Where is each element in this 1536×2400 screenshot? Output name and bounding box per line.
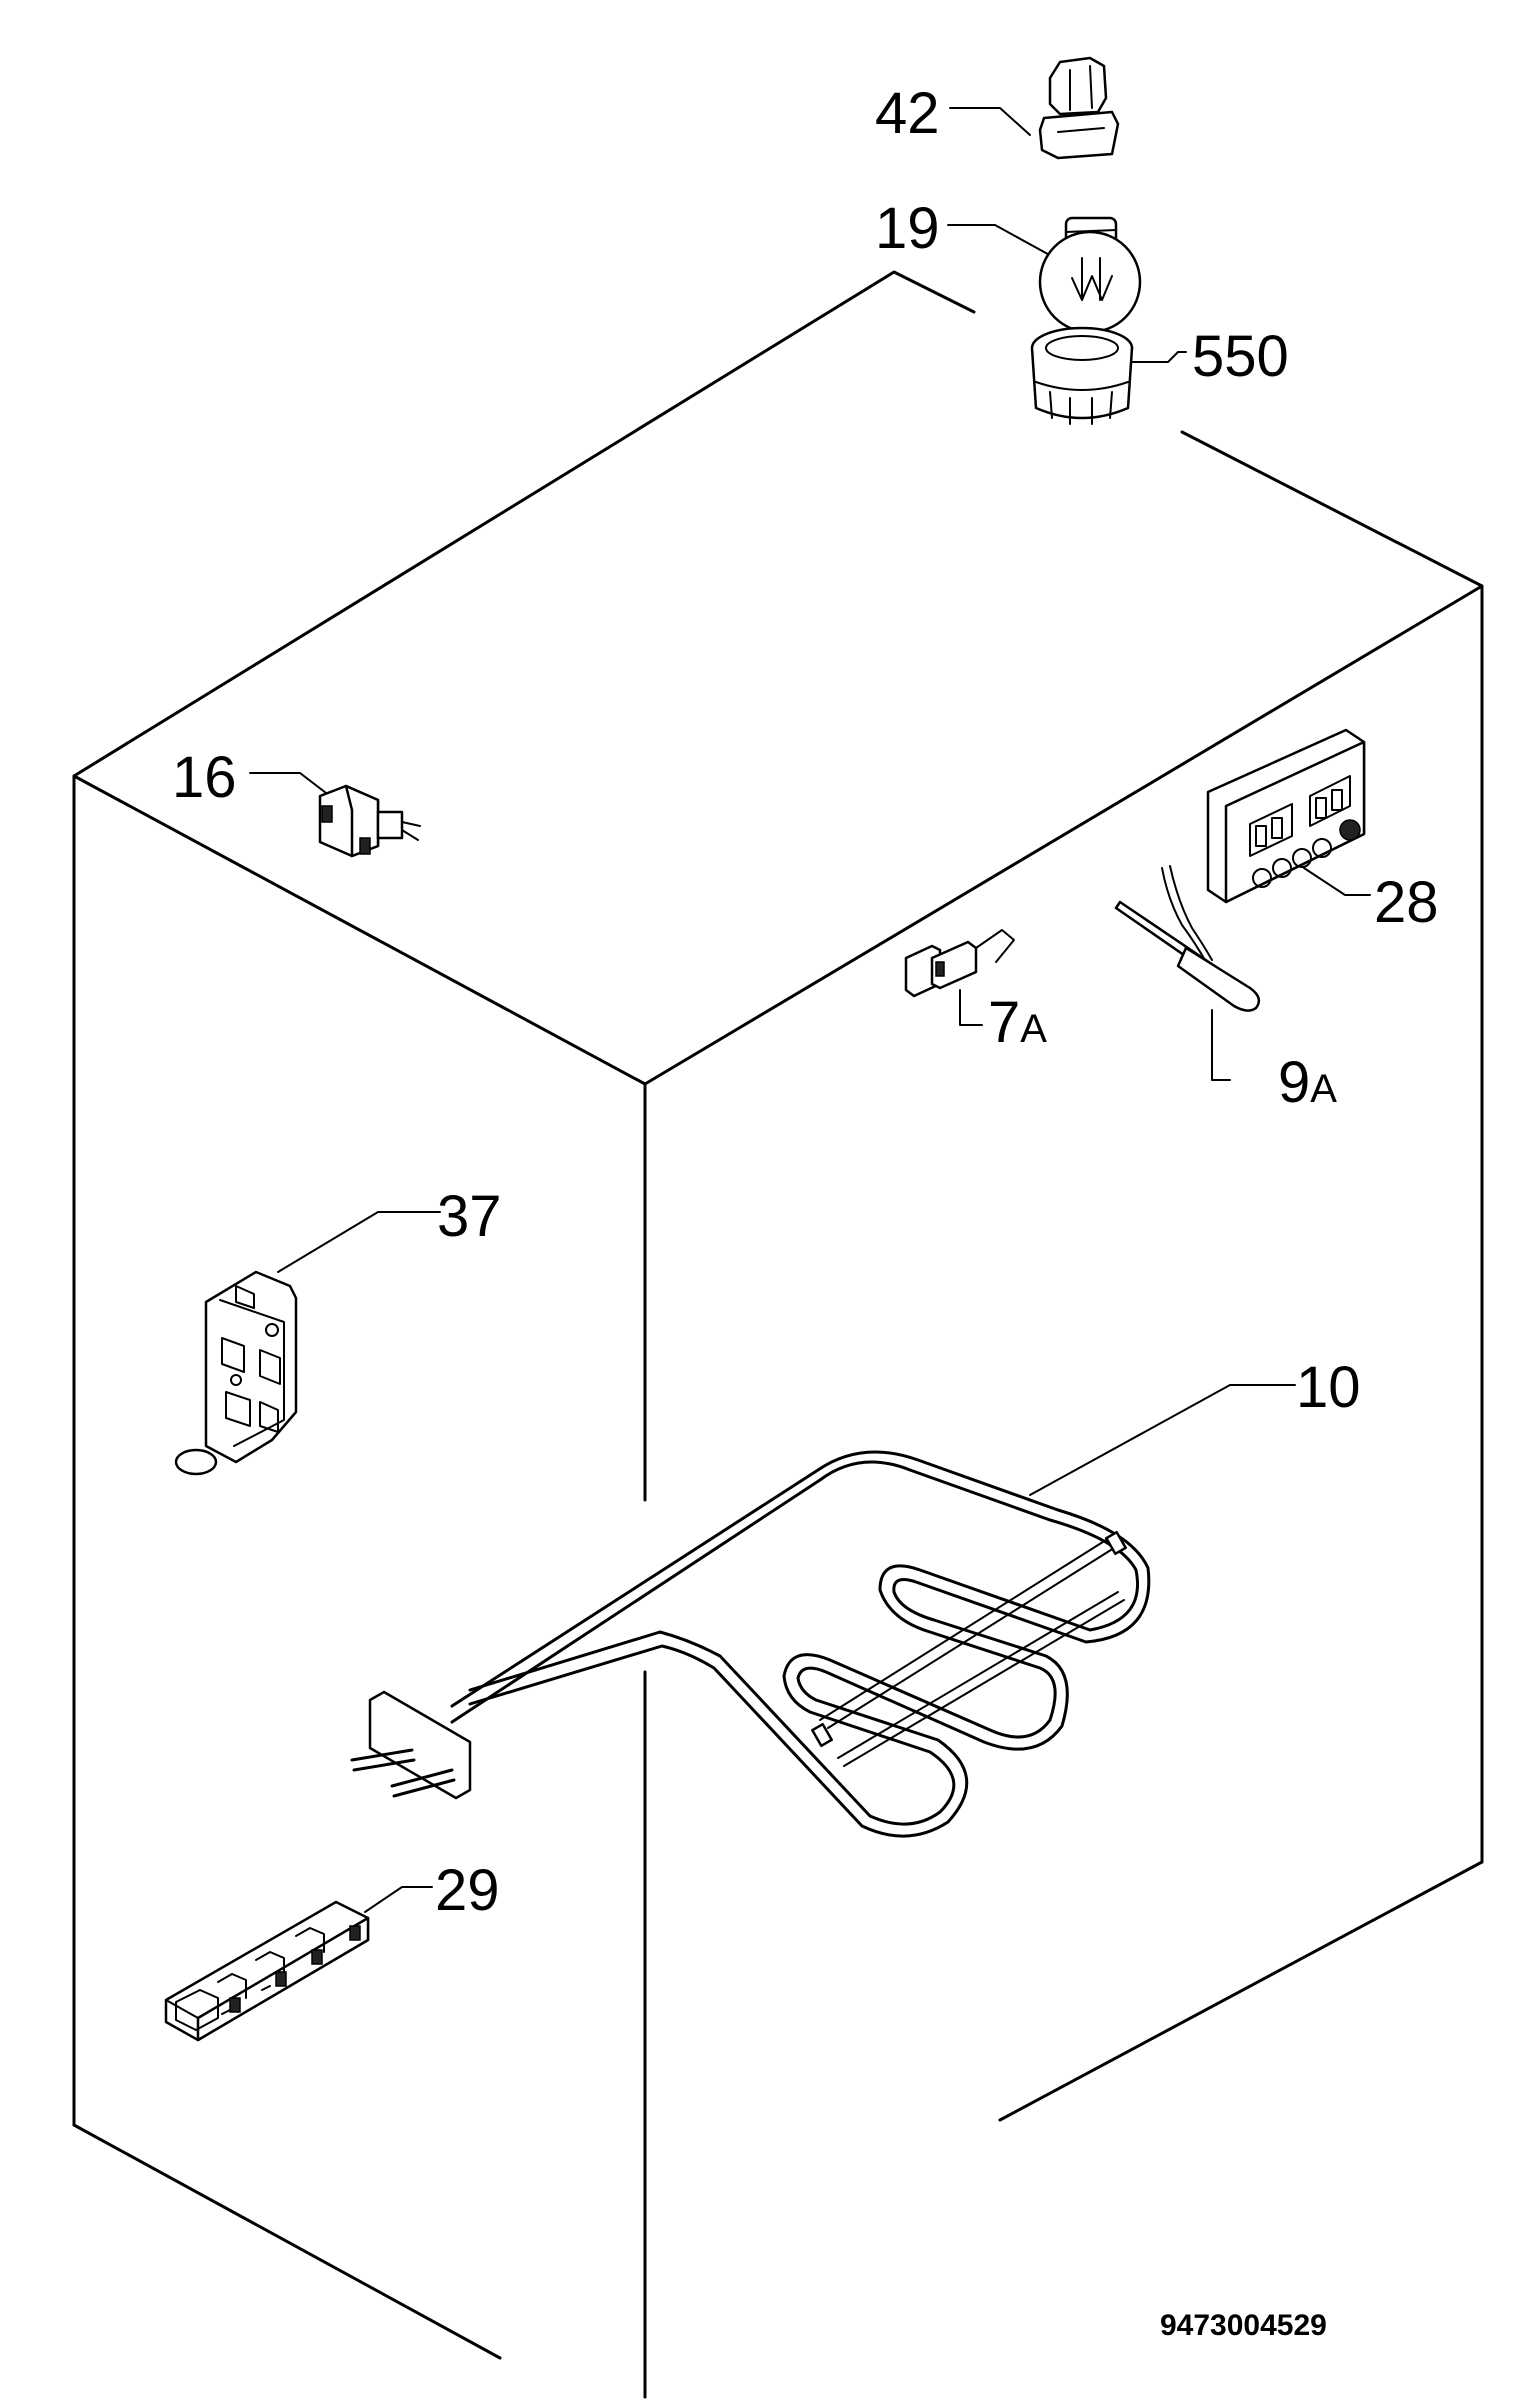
cabinet-bottom-right-edge: [998, 1860, 1484, 2122]
leader-line-10: [1029, 1384, 1296, 1496]
terminal-block-icon: [164, 1900, 370, 2042]
push-switch-icon: [318, 784, 421, 858]
cabinet-back-left-edge: [72, 270, 976, 2127]
callout-label-9a: 9A: [1278, 1050, 1337, 1115]
leader-line-29: [364, 1886, 433, 1913]
part-16[interactable]: 16: [172, 745, 421, 858]
callout-label-29: 29: [435, 1858, 500, 1923]
light-bulb-icon: [1038, 216, 1142, 334]
grill-heating-element-icon: [350, 1450, 1151, 1838]
cabinet-back-right-edge: [1180, 430, 1484, 1864]
callout-label-37: 37: [437, 1184, 502, 1249]
leader-line-42: [949, 107, 1031, 136]
leader-line-19: [947, 224, 1056, 259]
part-9a[interactable]: 9A: [1114, 865, 1337, 1115]
leader-line-37: [277, 1211, 441, 1273]
temperature-probe-icon: [1114, 865, 1261, 1012]
callout-label-550: 550: [1192, 324, 1289, 389]
part-7a[interactable]: 7A: [904, 929, 1047, 1055]
callout-label-10: 10: [1296, 1355, 1361, 1420]
part-19[interactable]: 19: [875, 196, 1142, 334]
part-37[interactable]: 37: [174, 1184, 502, 1476]
callout-label-7a: 7A: [988, 990, 1047, 1055]
part-28[interactable]: 28: [1206, 728, 1439, 935]
leader-line-550: [1129, 351, 1187, 363]
leader-line-9a: [1211, 1009, 1231, 1081]
cabinet-outline: [72, 270, 1484, 2399]
timer-clock-icon: [1206, 728, 1366, 904]
leader-line-7a: [959, 989, 983, 1026]
callout-label-42: 42: [875, 81, 940, 146]
part-550[interactable]: 550: [1030, 324, 1289, 425]
leader-line-16: [249, 772, 331, 797]
part-29[interactable]: 29: [164, 1858, 500, 2042]
callout-label-28: 28: [1374, 870, 1439, 935]
door-switch-icon: [904, 929, 1015, 998]
part-42[interactable]: 42: [875, 56, 1120, 160]
cabinet-bottom-left-edge: [72, 2123, 502, 2360]
document-number: 9473004529: [1160, 2309, 1327, 2342]
lamp-holder-icon: [1030, 326, 1134, 425]
callout-label-19: 19: [875, 196, 940, 261]
part-10[interactable]: 10: [350, 1355, 1361, 1838]
leader-line-28: [1303, 867, 1371, 896]
callout-label-16: 16: [172, 745, 237, 810]
switch-bracket-icon: [174, 1270, 298, 1476]
lamp-cover-icon: [1038, 56, 1120, 160]
